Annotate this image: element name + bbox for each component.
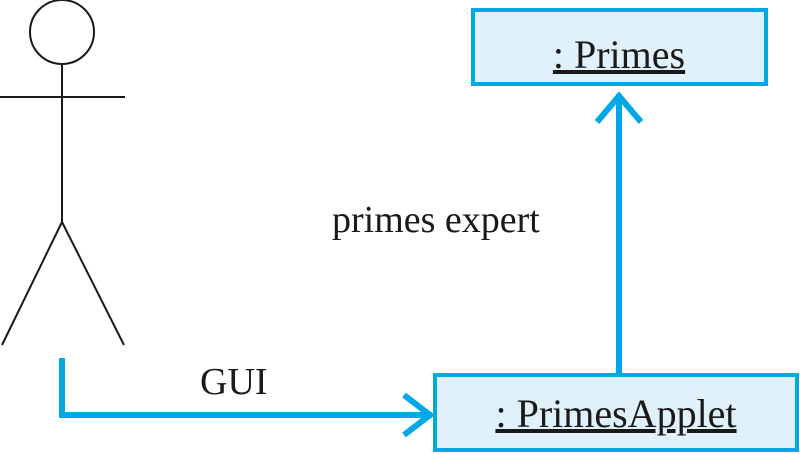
object-primes[interactable]: : Primes (471, 8, 768, 86)
primes-expert-label: primes expert (332, 199, 540, 241)
object-primes-applet[interactable]: : PrimesApplet (433, 373, 799, 452)
primes-expert-arrowhead (594, 91, 644, 124)
gui-connector (59, 358, 435, 438)
gui-arrowhead (402, 392, 435, 438)
actor-right-leg (61, 221, 125, 346)
actor-left-leg (1, 221, 63, 346)
primes-expert-connector (594, 91, 644, 373)
object-primes-applet-label: : PrimesApplet (495, 391, 736, 436)
actor-figure (0, 0, 125, 346)
actor-head (29, 0, 95, 65)
gui-label: GUI (200, 361, 268, 403)
gui-connector-line (59, 358, 432, 418)
object-primes-applet-box (433, 373, 799, 452)
object-primes-box (471, 8, 768, 86)
object-primes-label: : Primes (553, 32, 685, 77)
